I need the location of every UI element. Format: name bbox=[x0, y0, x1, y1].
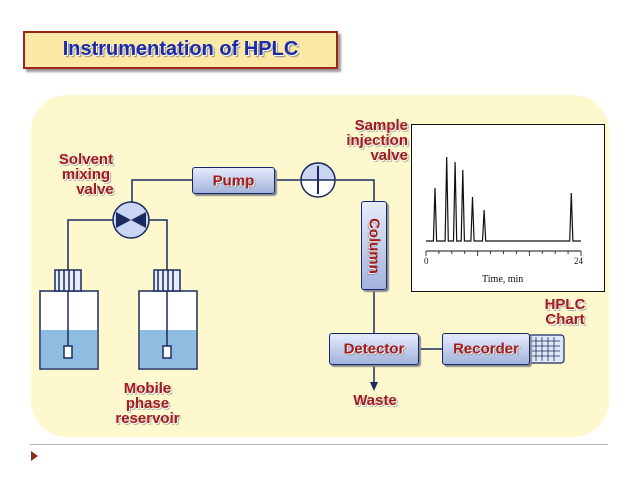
footer-rule bbox=[30, 444, 608, 445]
injection-valve-icon bbox=[300, 162, 336, 198]
solvent-mixing-valve-label: Solvent mixing valve bbox=[58, 151, 114, 198]
recorder-label: Recorder bbox=[453, 340, 519, 358]
tube-injector-to-column bbox=[336, 179, 375, 201]
pump-label: Pump bbox=[212, 172, 255, 189]
column-box: Column bbox=[361, 201, 387, 290]
chromatogram-chart: 0 24 Time, min bbox=[411, 124, 605, 292]
bullet-arrow-icon bbox=[31, 451, 38, 461]
column-label: Column bbox=[365, 217, 383, 274]
chart-paper-icon bbox=[525, 334, 565, 364]
reservoir-bottle-left bbox=[39, 269, 99, 370]
pump-box: Pump bbox=[192, 167, 275, 194]
page-title: Instrumentation of HPLC bbox=[62, 38, 299, 60]
detector-box: Detector bbox=[329, 333, 419, 365]
mixing-valve-icon bbox=[112, 201, 150, 239]
chromatogram-plot bbox=[425, 156, 582, 256]
x-tick-label-start: 0 bbox=[424, 256, 429, 266]
mobile-phase-reservoir-label: Mobile phase reservoir bbox=[115, 380, 180, 427]
tube-mixer-to-pump bbox=[131, 179, 192, 203]
sample-injection-valve-label: Sample injection valve bbox=[346, 117, 408, 164]
waste-arrow-icon bbox=[370, 382, 378, 391]
chromatogram-trace bbox=[426, 156, 581, 242]
reservoir-bottle-right bbox=[138, 269, 198, 370]
detector-label: Detector bbox=[343, 340, 405, 358]
waste-label: Waste bbox=[353, 392, 397, 409]
recorder-box: Recorder bbox=[442, 333, 530, 365]
x-axis-label: Time, min bbox=[482, 274, 524, 285]
hplc-chart-label: HPLC Chart bbox=[544, 296, 586, 328]
title-box: Instrumentation of HPLC bbox=[23, 31, 338, 69]
x-tick-label-end: 24 bbox=[574, 256, 583, 266]
